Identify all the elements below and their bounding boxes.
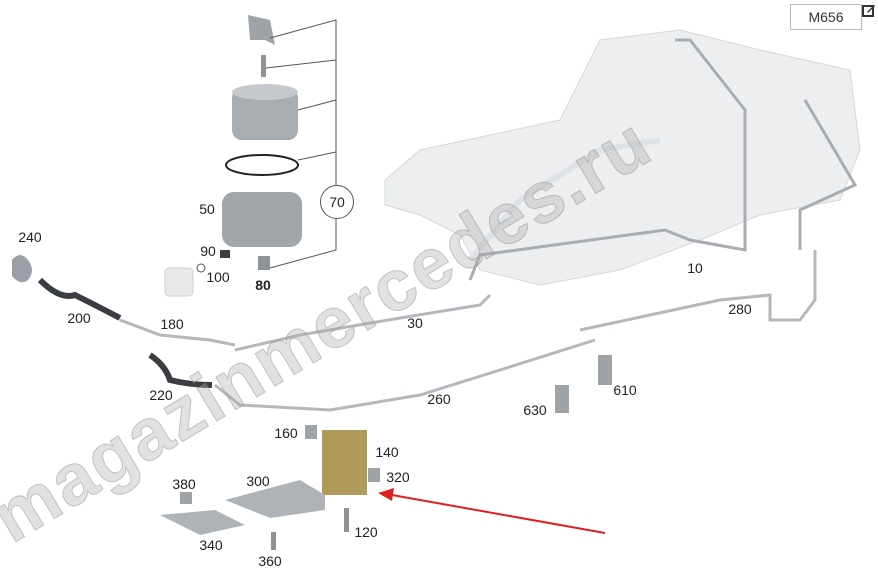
damper-160: [305, 425, 317, 439]
group-callout-70[interactable]: 70: [320, 185, 354, 219]
part-label-10[interactable]: 10: [687, 260, 703, 276]
bolt-top: [261, 55, 266, 77]
part-label-630[interactable]: 630: [523, 402, 547, 418]
part-label-120[interactable]: 120: [354, 524, 378, 540]
part-label-240[interactable]: 240: [18, 229, 42, 245]
filter-housing-50: [222, 192, 302, 247]
part-label-80[interactable]: 80: [255, 277, 271, 293]
part-label-610[interactable]: 610: [613, 382, 637, 398]
damper-320: [368, 468, 380, 482]
fuel-line-30: [234, 293, 492, 352]
pointer-arrow: [391, 494, 606, 534]
edit-icon[interactable]: [862, 3, 876, 17]
part-label-180[interactable]: 180: [160, 316, 184, 332]
fuel-tank: [384, 29, 861, 286]
part-label-140[interactable]: 140: [375, 444, 399, 460]
model-code-box[interactable]: M656: [790, 4, 862, 30]
fuel-line-180: [119, 318, 236, 347]
part-label-160[interactable]: 160: [274, 425, 298, 441]
bolt-120: [344, 508, 349, 532]
part-label-340[interactable]: 340: [199, 537, 223, 553]
part-label-380[interactable]: 380: [172, 476, 196, 492]
bolt-360: [271, 532, 276, 550]
clip-630: [555, 385, 569, 413]
part-label-200[interactable]: 200: [67, 310, 91, 326]
fuel-line-280: [579, 250, 817, 332]
clip-610: [598, 355, 612, 385]
clamp-240: [12, 255, 32, 283]
bracket-top: [248, 15, 275, 45]
bracket-340: [160, 510, 245, 535]
cap-90: [220, 250, 230, 258]
hose-200: [37, 277, 122, 321]
plug-80: [258, 256, 270, 270]
part-label-360[interactable]: 360: [258, 553, 282, 569]
o-ring: [225, 154, 299, 176]
part-label-100[interactable]: 100: [206, 269, 230, 285]
fuel-line-260: [214, 338, 596, 412]
plate-300: [225, 480, 325, 518]
part-label-300[interactable]: 300: [246, 473, 270, 489]
ring-100: [196, 263, 206, 273]
arrow-head: [378, 488, 394, 501]
part-label-280[interactable]: 280: [728, 301, 752, 317]
part-label-320[interactable]: 320: [386, 469, 410, 485]
bracket-140: [322, 430, 367, 495]
fuel-line-10: [468, 38, 747, 281]
part-label-220[interactable]: 220: [149, 387, 173, 403]
part-label-50[interactable]: 50: [199, 201, 215, 217]
hose-220: [148, 352, 213, 388]
filter-element: [232, 88, 298, 140]
part-sensor: [164, 267, 194, 297]
part-label-260[interactable]: 260: [427, 391, 451, 407]
damper-380: [180, 492, 192, 504]
part-label-90[interactable]: 90: [200, 243, 216, 259]
part-label-30[interactable]: 30: [407, 315, 423, 331]
